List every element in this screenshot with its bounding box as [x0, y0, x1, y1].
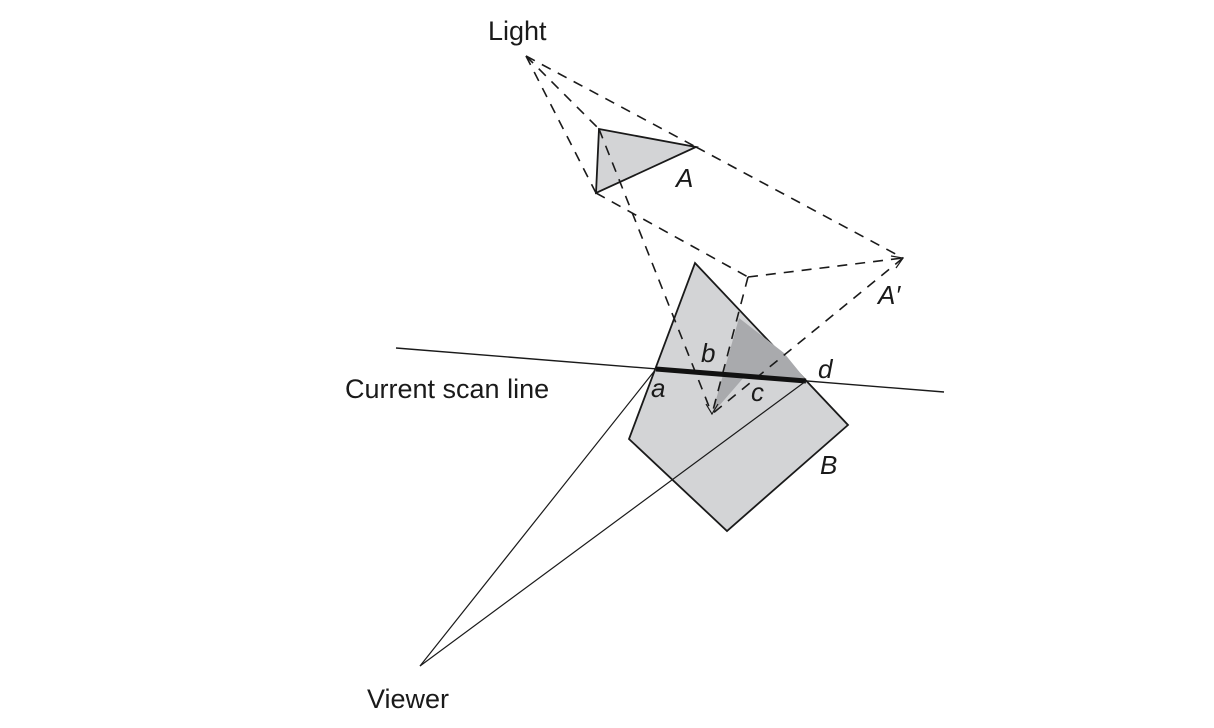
- shadow-region: [712, 318, 806, 414]
- point-d-label: d: [818, 354, 834, 384]
- point-c-label: c: [751, 377, 764, 407]
- shadow-volume-lines: [525, 55, 904, 415]
- polygon-a-prime: [711, 257, 904, 415]
- scan-segment-a-d: [655, 366, 807, 384]
- viewer-sight-lines: [419, 368, 807, 667]
- arrowheads: [705, 255, 905, 416]
- viewer-label: Viewer: [367, 684, 449, 714]
- polygon-b-label: B: [820, 450, 837, 480]
- light-label: Light: [488, 16, 547, 46]
- point-a-label: a: [651, 373, 665, 403]
- point-b-label: b: [701, 338, 715, 368]
- polygon-a: [595, 127, 699, 195]
- polygon-a-prime-label: A′: [876, 280, 901, 310]
- polygon-a-label: A: [674, 163, 693, 193]
- scan-line-label: Current scan line: [345, 374, 549, 404]
